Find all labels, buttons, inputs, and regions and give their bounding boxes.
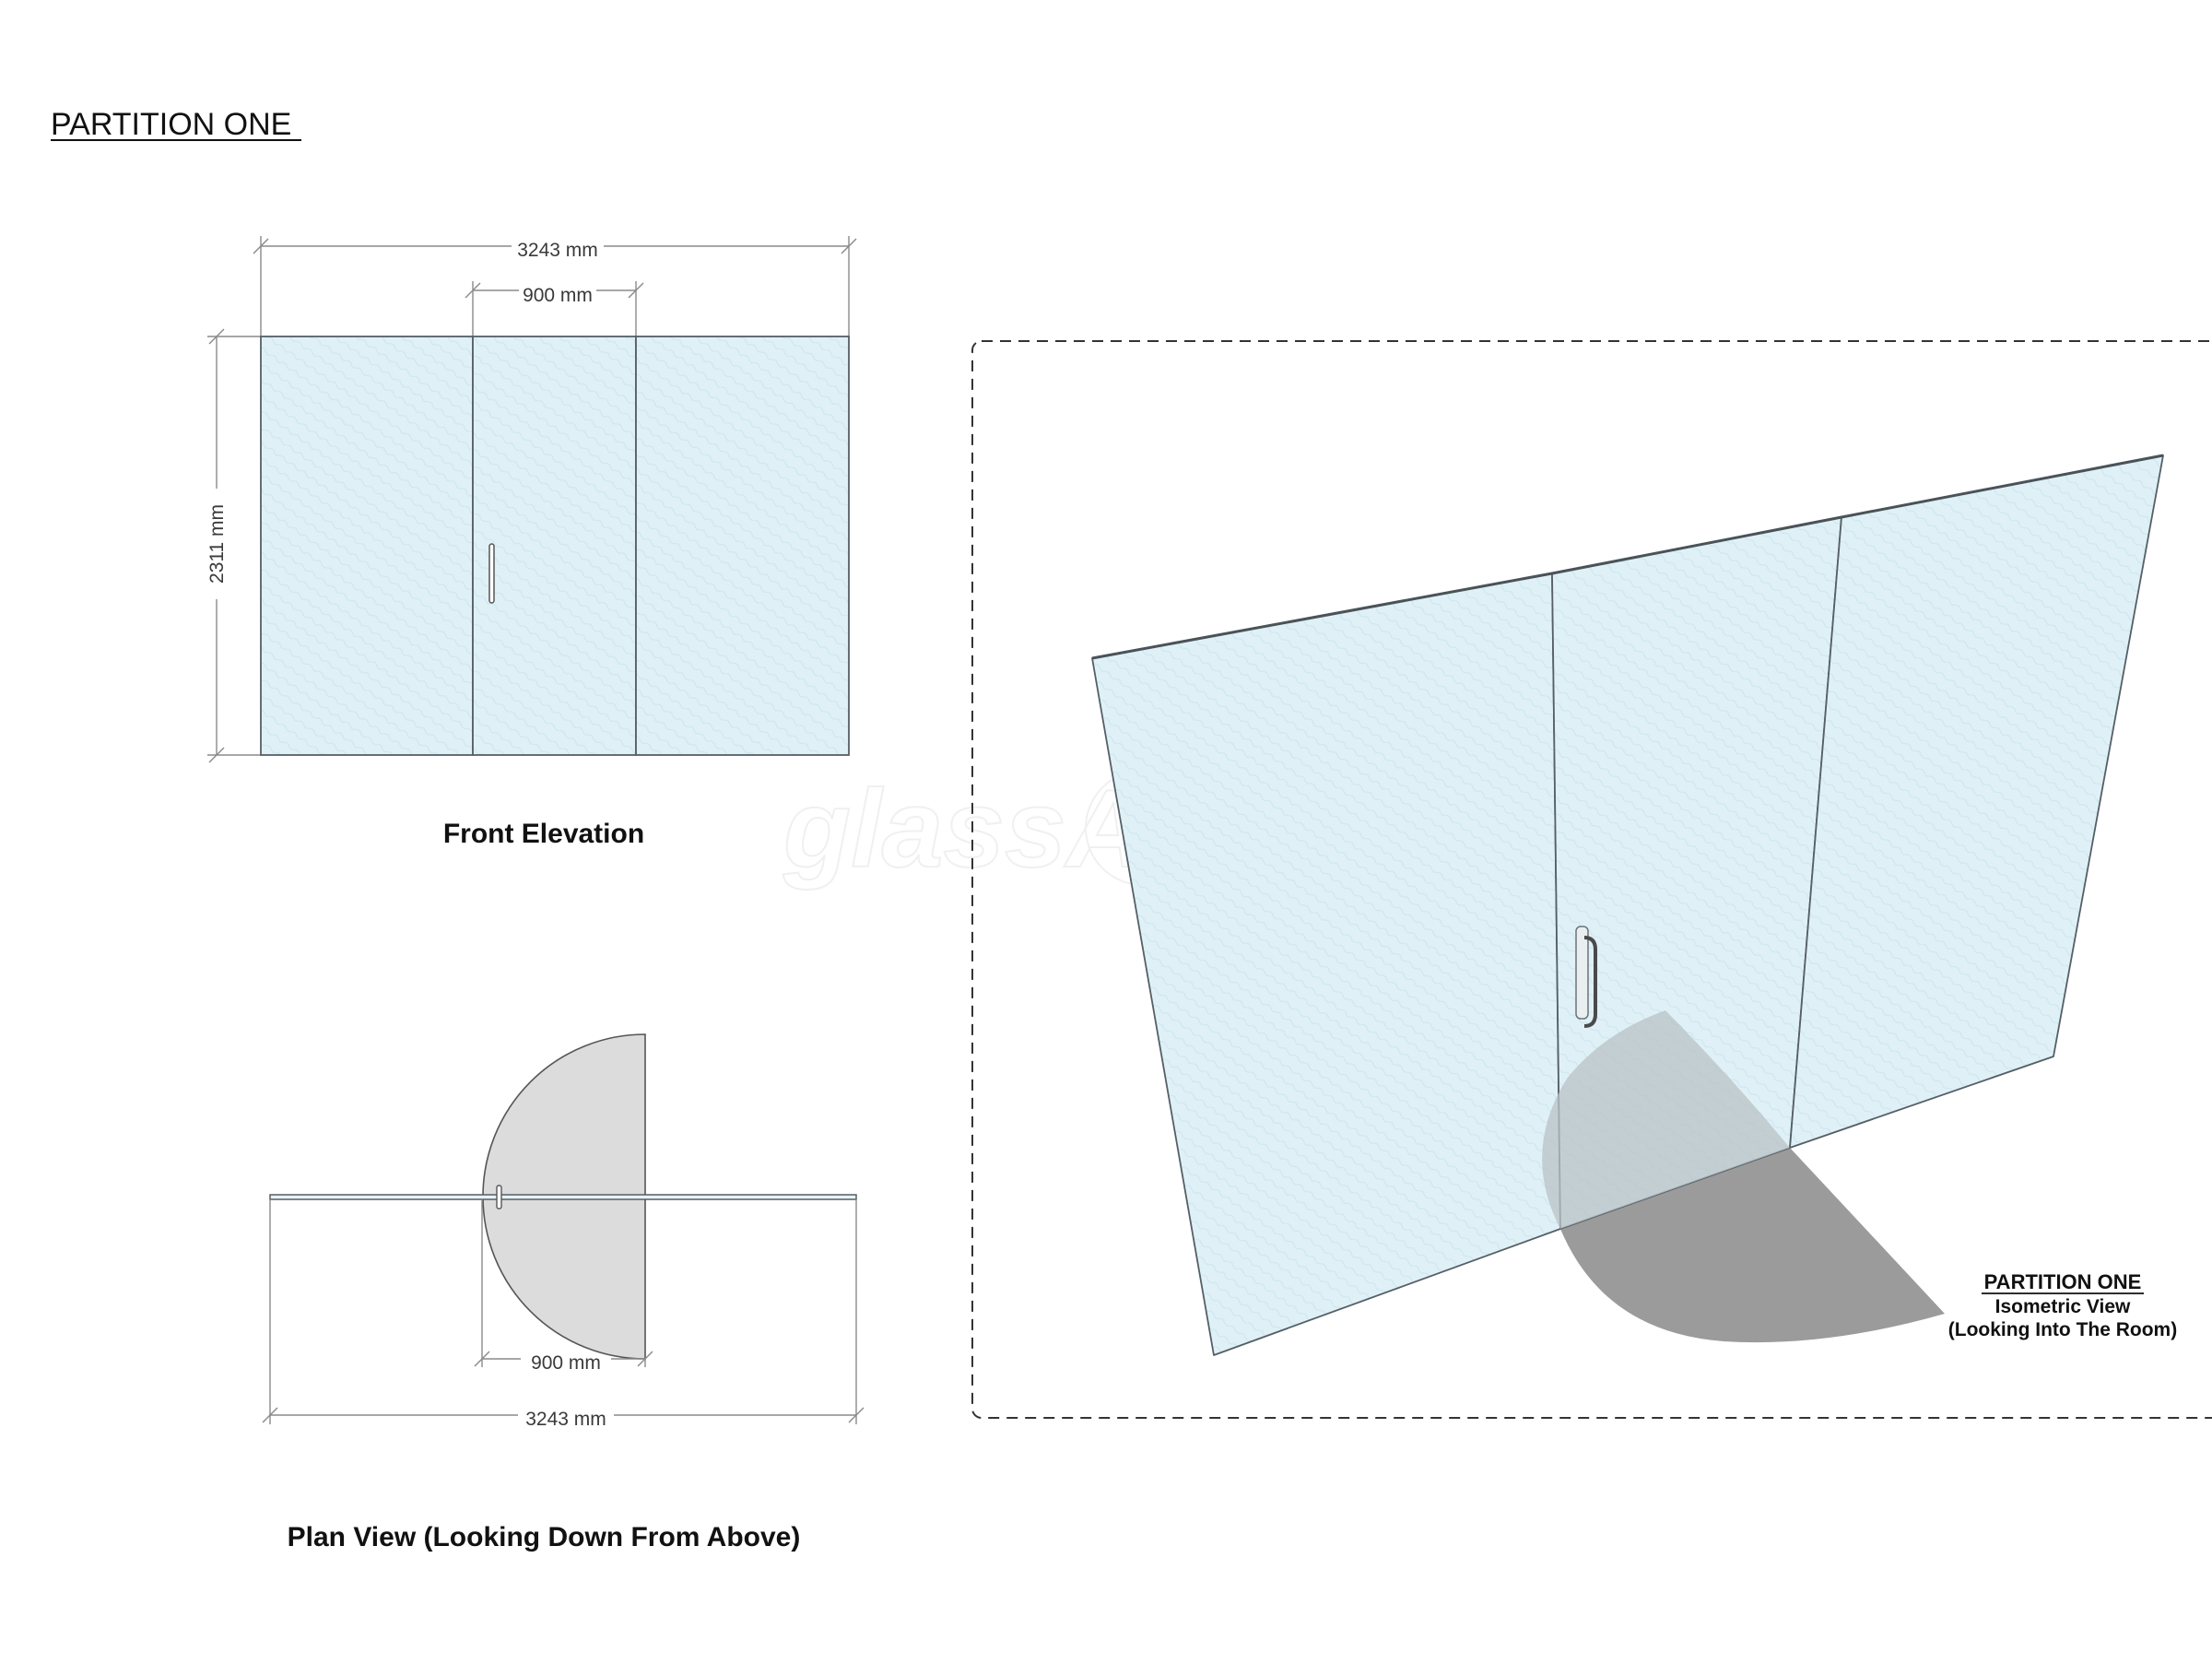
iso-door-handle xyxy=(1583,936,1597,1028)
watermark-text: glassA xyxy=(782,767,1147,891)
plan-overall-width-label: 3243 mm xyxy=(525,1409,606,1430)
front-elevation: 3243 mm 900 mm 2311 mm Front Elevation xyxy=(206,236,857,849)
front-door-handle xyxy=(488,543,495,604)
front-elevation-caption: Front Elevation xyxy=(443,819,644,849)
front-left-fixed-panel xyxy=(260,336,474,756)
iso-note: (Looking Into The Room) xyxy=(1948,1319,2177,1340)
front-height-label: 2311 mm xyxy=(206,504,228,584)
isometric-view: PARTITION ONE Isometric View (Looking In… xyxy=(971,340,2212,1419)
front-overall-width-label: 3243 mm xyxy=(517,240,598,261)
front-overall-width-dimension: 3243 mm xyxy=(253,236,857,337)
front-right-fixed-panel xyxy=(635,336,850,756)
isometric-frame xyxy=(971,340,2212,1419)
plan-door-width-label: 900 mm xyxy=(531,1352,601,1374)
iso-door-swing-floor xyxy=(1560,1148,1945,1343)
iso-subtitle: Isometric View xyxy=(1995,1296,2131,1317)
iso-left-fixed-panel xyxy=(1091,572,1561,1356)
plan-overall-width-dimension: 3243 mm xyxy=(262,1407,865,1430)
sheet-title: PARTITION ONE xyxy=(51,107,291,142)
iso-title: PARTITION ONE xyxy=(1984,1270,2142,1293)
plan-view: 900 mm 3243 mm Plan View (Looking Down F… xyxy=(262,1033,865,1552)
iso-right-fixed-panel xyxy=(1789,454,2164,1149)
front-door-panel xyxy=(472,336,637,756)
front-door-width-label: 900 mm xyxy=(523,285,593,306)
front-height-dimension: 2311 mm xyxy=(206,328,261,763)
iso-top-edge xyxy=(1091,454,2164,660)
iso-handle-plate xyxy=(1575,926,1589,1020)
iso-door-swing-arc xyxy=(1542,1010,1790,1229)
plan-glass-line xyxy=(269,1194,857,1200)
plan-door-width-dimension: 900 mm xyxy=(474,1351,653,1374)
front-door-width-dimension: 900 mm xyxy=(465,281,644,337)
watermark: glassA xyxy=(782,766,1201,891)
plan-door-handle xyxy=(496,1185,502,1210)
plan-view-caption: Plan View (Looking Down From Above) xyxy=(288,1522,801,1552)
sheet-title-group: PARTITION ONE xyxy=(51,107,301,142)
